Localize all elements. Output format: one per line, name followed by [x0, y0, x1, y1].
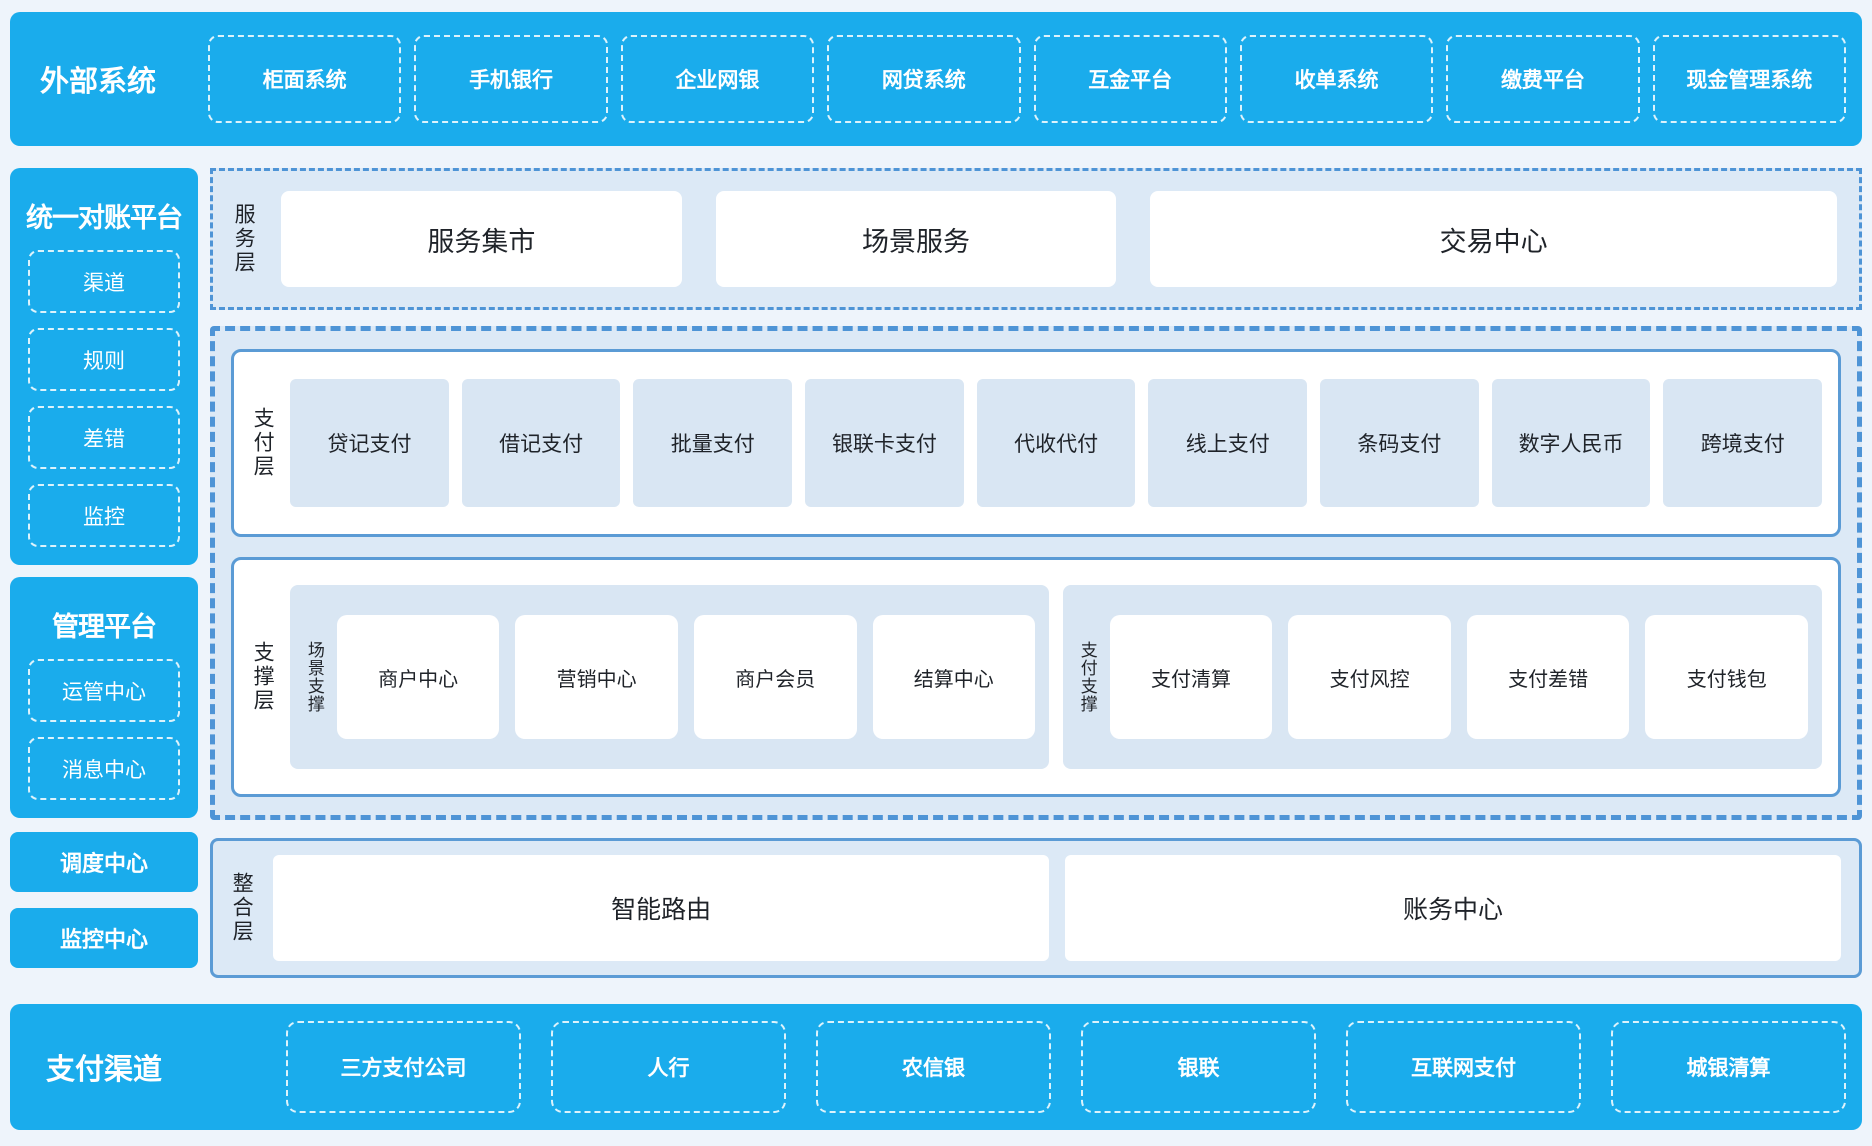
payment-support-label: 支付支撑	[1077, 641, 1097, 713]
payment-card: 借记支付	[461, 379, 621, 507]
payment-card: 批量支付	[633, 379, 793, 507]
support-layer: 支撑层 场景支撑 商户中心 营销中心 商户会员 结算中心 支付支撑	[231, 557, 1841, 797]
support-card: 商户中心	[336, 615, 500, 739]
service-layer-label: 服务层	[232, 203, 256, 275]
management-platform-panel: 管理平台 运管中心 消息中心	[10, 577, 198, 818]
mgmt-item: 消息中心	[28, 737, 180, 800]
service-card: 场景服务	[715, 191, 1117, 287]
support-card: 结算中心	[872, 615, 1036, 739]
monitor-center-block: 监控中心	[10, 908, 198, 968]
integration-card: 智能路由	[273, 855, 1050, 961]
external-system-item: 企业网银	[620, 35, 815, 123]
payment-channels-title: 支付渠道	[46, 1054, 163, 1086]
service-layer: 服务层 服务集市 场景服务 交易中心	[210, 168, 1862, 310]
reconciliation-platform-panel: 统一对账平台 渠道 规则 差错 监控	[10, 168, 198, 565]
payment-card: 数字人民币	[1491, 379, 1651, 507]
support-layer-groups: 场景支撑 商户中心 营销中心 商户会员 结算中心 支付支撑 支付清算 支付风控	[290, 585, 1823, 769]
payment-channels-bar: 支付渠道 三方支付公司 人行 农信银 银联 互联网支付 城银清算	[10, 1004, 1862, 1130]
main-architecture: 服务层 服务集市 场景服务 交易中心 支付层 贷记支付 借记支付 批量支付 银联…	[210, 168, 1862, 978]
service-card: 交易中心	[1150, 191, 1837, 287]
support-card: 支付差错	[1466, 615, 1630, 739]
external-systems-items: 柜面系统 手机银行 企业网银 网贷系统 互金平台 收单系统 缴费平台 现金管理系…	[208, 35, 1846, 123]
support-card: 支付清算	[1109, 615, 1273, 739]
recon-item: 规则	[28, 328, 180, 391]
payment-card: 代收代付	[976, 379, 1136, 507]
management-platform-items: 运管中心 消息中心	[28, 659, 180, 800]
payment-card: 条码支付	[1320, 379, 1479, 507]
service-layer-cards: 服务集市 场景服务 交易中心	[281, 191, 1837, 287]
payment-channel-item: 农信银	[816, 1021, 1051, 1113]
core-layers-wrapper: 支付层 贷记支付 借记支付 批量支付 银联卡支付 代收代付 线上支付 条码支付 …	[210, 326, 1862, 820]
support-card: 商户会员	[693, 615, 857, 739]
service-card: 服务集市	[281, 191, 682, 287]
support-card: 支付钱包	[1645, 615, 1809, 739]
scene-support-cards: 商户中心 营销中心 商户会员 结算中心	[336, 615, 1036, 739]
payment-card: 跨境支付	[1663, 379, 1823, 507]
external-system-item: 互金平台	[1033, 35, 1227, 123]
reconciliation-platform-items: 渠道 规则 差错 监控	[28, 250, 180, 547]
payment-channel-item: 三方支付公司	[286, 1021, 521, 1113]
recon-item: 监控	[28, 484, 180, 547]
payment-card: 银联卡支付	[805, 379, 964, 507]
scene-support-label: 场景支撑	[304, 641, 324, 713]
external-system-item: 网贷系统	[827, 35, 1021, 123]
payment-support-cards: 支付清算 支付风控 支付差错 支付钱包	[1109, 615, 1809, 739]
integration-layer-label: 整合层	[230, 872, 254, 944]
payment-channel-item: 银联	[1081, 1021, 1316, 1113]
scene-support-group: 场景支撑 商户中心 营销中心 商户会员 结算中心	[290, 585, 1050, 769]
reconciliation-platform-title: 统一对账平台	[26, 202, 183, 233]
external-system-item: 缴费平台	[1446, 35, 1640, 123]
middle-region: 统一对账平台 渠道 规则 差错 监控 管理平台 运管中心 消息中心 调度中心 监…	[10, 168, 1862, 978]
integration-layer: 整合层 智能路由 账务中心	[210, 838, 1862, 978]
external-systems-title: 外部系统	[40, 66, 157, 98]
external-system-item: 收单系统	[1239, 35, 1434, 123]
external-systems-bar: 外部系统 柜面系统 手机银行 企业网银 网贷系统 互金平台 收单系统 缴费平台 …	[10, 12, 1862, 146]
support-layer-label: 支撑层	[251, 641, 275, 713]
payment-support-group: 支付支撑 支付清算 支付风控 支付差错 支付钱包	[1063, 585, 1823, 769]
payment-channel-item: 互联网支付	[1346, 1021, 1581, 1113]
external-system-item: 柜面系统	[208, 35, 402, 123]
external-system-item: 现金管理系统	[1652, 35, 1846, 123]
integration-layer-cards: 智能路由 账务中心	[273, 855, 1842, 961]
sidebar: 统一对账平台 渠道 规则 差错 监控 管理平台 运管中心 消息中心 调度中心 监…	[10, 168, 198, 978]
payment-channels-items: 三方支付公司 人行 农信银 银联 互联网支付 城银清算	[286, 1021, 1846, 1113]
payment-channel-item: 城银清算	[1611, 1021, 1846, 1113]
mgmt-item: 运管中心	[28, 659, 180, 722]
management-platform-title: 管理平台	[52, 611, 157, 642]
integration-card: 账务中心	[1065, 855, 1842, 961]
recon-item: 渠道	[28, 250, 180, 313]
payment-channel-item: 人行	[551, 1021, 786, 1113]
recon-item: 差错	[28, 406, 180, 469]
external-system-item: 手机银行	[414, 35, 608, 123]
payment-card: 线上支付	[1148, 379, 1308, 507]
support-card: 营销中心	[515, 615, 678, 739]
dispatch-center-block: 调度中心	[10, 832, 198, 892]
payment-layer: 支付层 贷记支付 借记支付 批量支付 银联卡支付 代收代付 线上支付 条码支付 …	[231, 349, 1841, 537]
payment-layer-label: 支付层	[251, 407, 275, 479]
payment-layer-cards: 贷记支付 借记支付 批量支付 银联卡支付 代收代付 线上支付 条码支付 数字人民…	[290, 379, 1823, 507]
payment-card: 贷记支付	[290, 379, 449, 507]
support-card: 支付风控	[1288, 615, 1451, 739]
